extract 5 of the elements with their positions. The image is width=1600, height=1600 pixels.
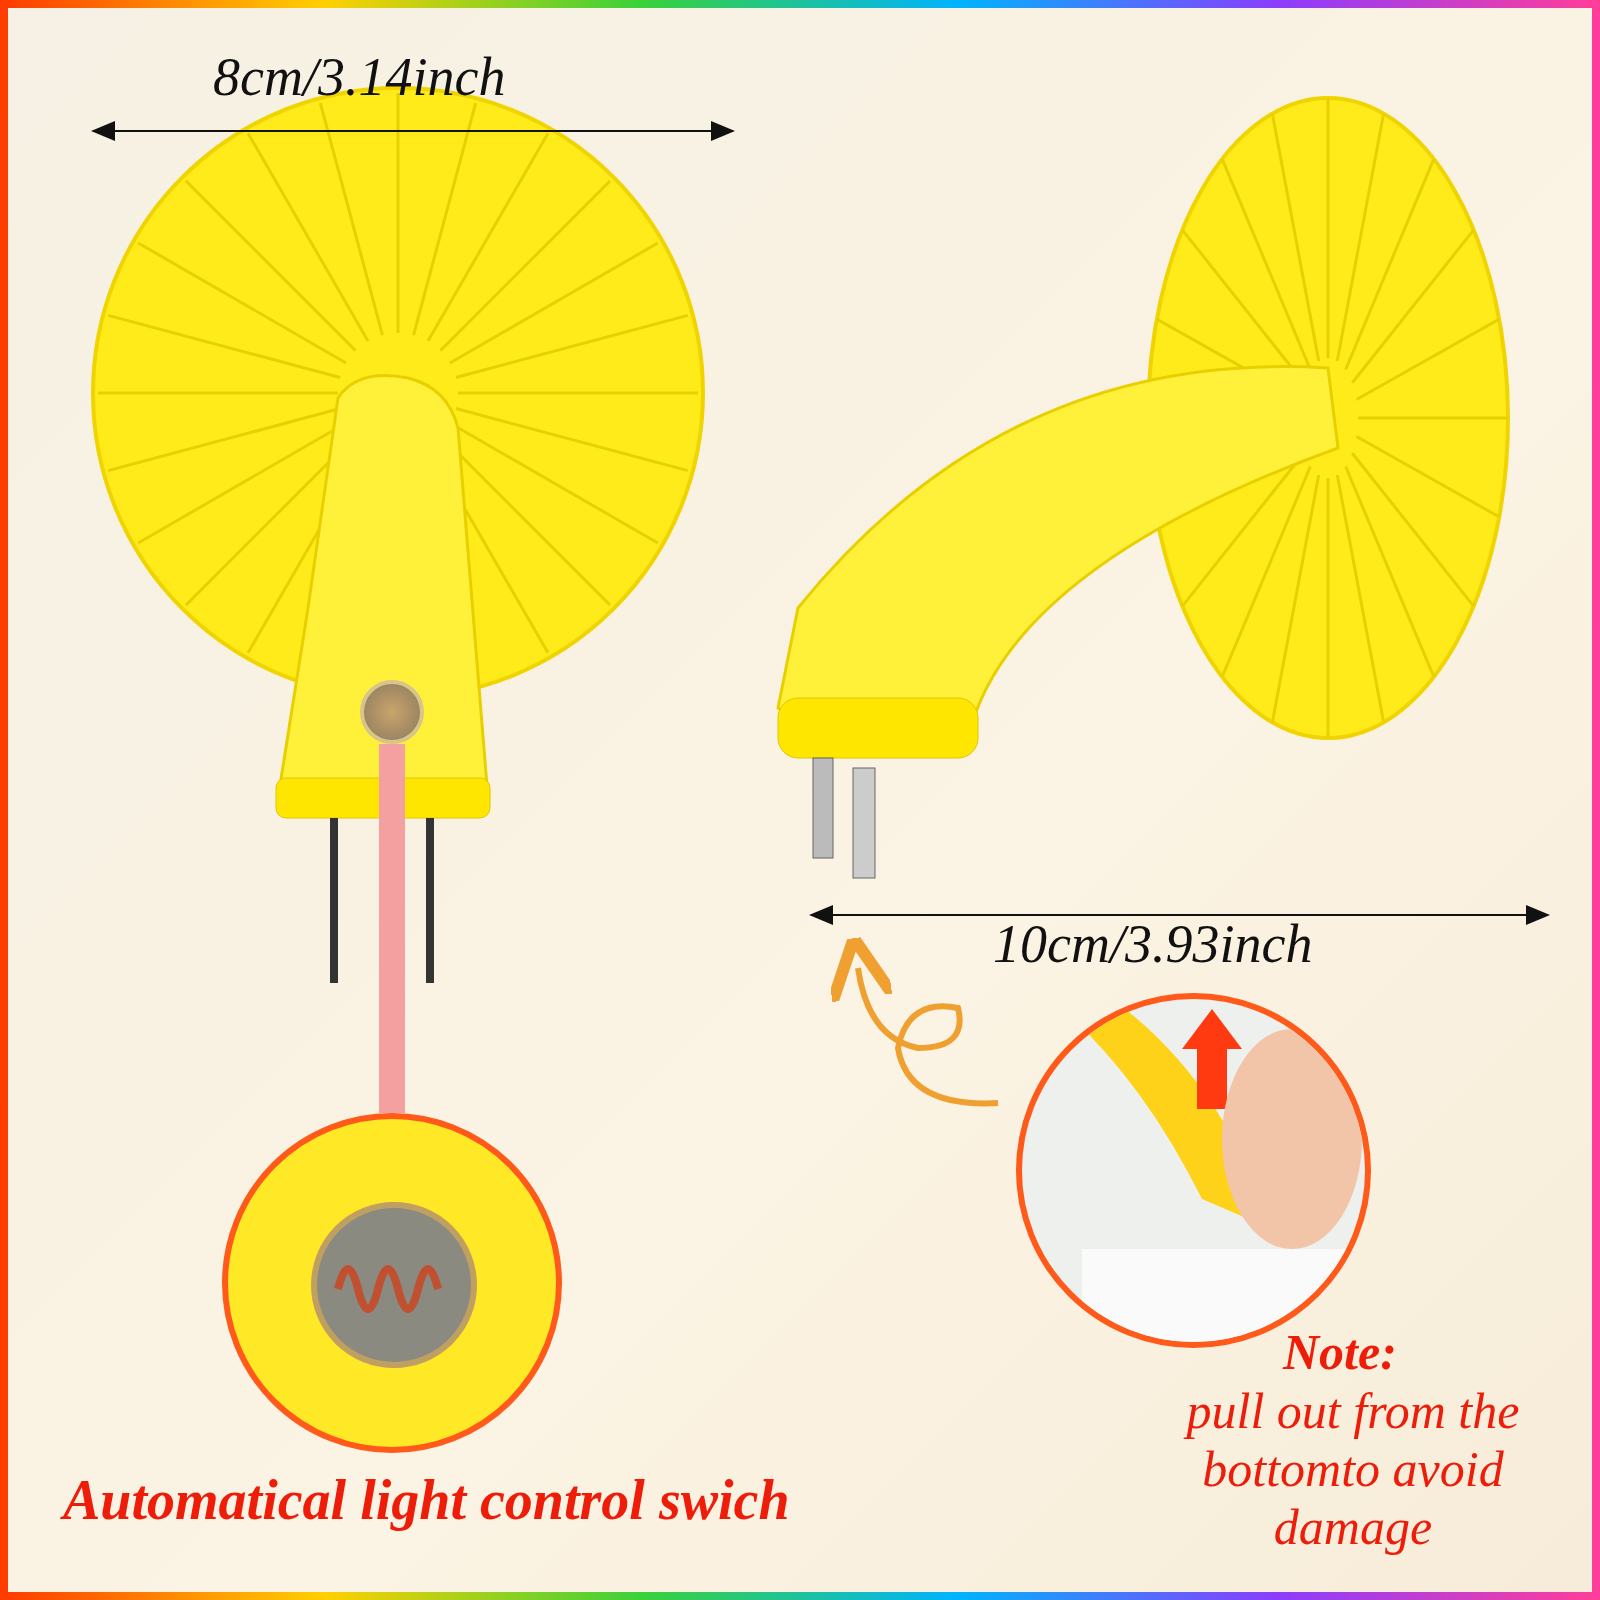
note-text: pull out from the bottomto avoid damage <box>1163 1382 1543 1556</box>
dimension-label: 8cm/3.14inch <box>213 46 506 108</box>
light-beam <box>379 744 405 1113</box>
dimension-label: 10cm/3.93inch <box>993 913 1313 975</box>
note-heading: Note: <box>1283 1323 1397 1381</box>
